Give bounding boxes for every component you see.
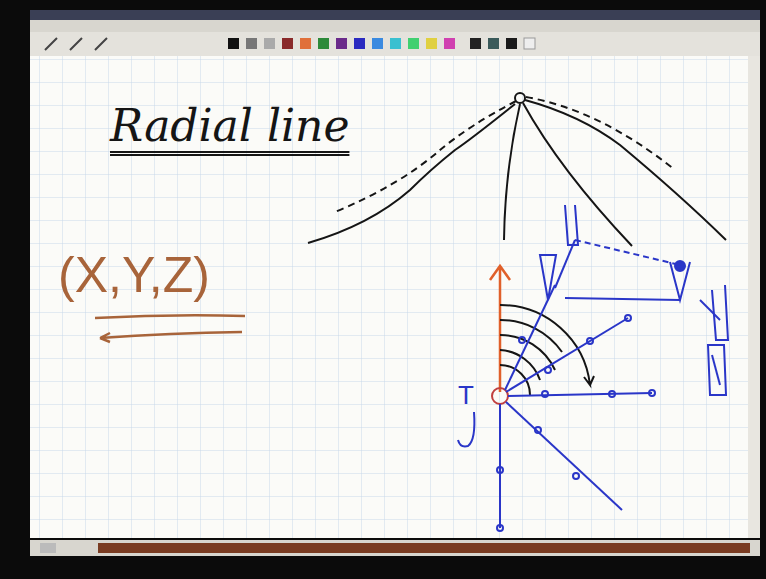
station-letter: T: [458, 382, 474, 408]
coordinate-note: (X,Y,Z): [58, 250, 210, 300]
page-heading: Radial line: [110, 104, 349, 148]
